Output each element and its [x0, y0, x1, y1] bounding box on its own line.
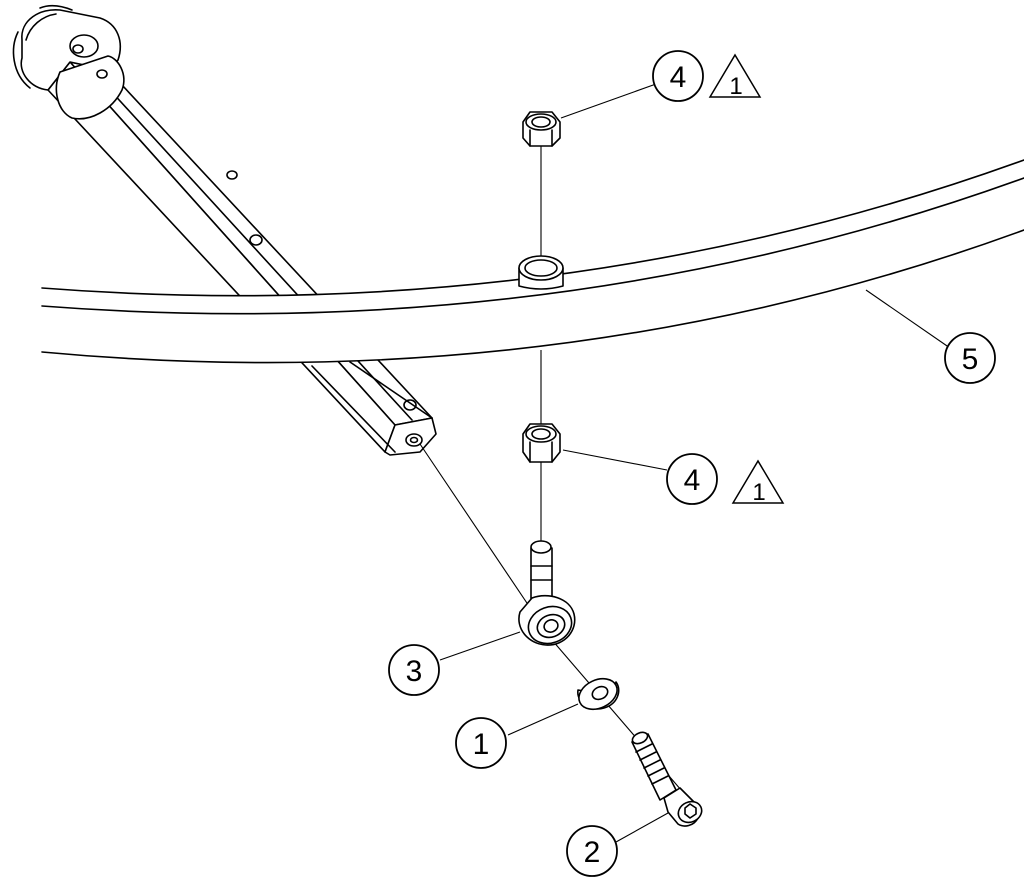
rim-insert	[518, 255, 564, 290]
assembly-axis-lines	[419, 145, 701, 813]
callout-3-label: 3	[406, 655, 423, 688]
hex-nut-top	[522, 111, 561, 147]
shaft-collar	[12, 5, 125, 120]
callout-5-label: 5	[962, 343, 979, 376]
cap-screw	[631, 731, 703, 827]
shaft-edge-2	[349, 361, 433, 419]
callout-4-top: 4	[652, 50, 704, 102]
callout-4-middle: 4	[666, 453, 718, 505]
warning-triangle-top: 1	[708, 53, 762, 100]
shaft-edge	[311, 365, 396, 453]
callout-3: 3	[388, 644, 440, 696]
callout-2-label: 2	[584, 836, 601, 869]
callout-1: 1	[455, 717, 507, 769]
warning-middle-label: 1	[752, 479, 765, 506]
callout-1-label: 1	[473, 728, 490, 761]
callout-4-top-label: 4	[670, 61, 687, 94]
rod-end	[518, 540, 576, 646]
warning-top-label: 1	[729, 73, 742, 100]
warning-triangle-middle: 1	[731, 459, 785, 506]
hex-shaft	[47, 61, 437, 456]
leader-lines	[439, 83, 951, 843]
callout-2: 2	[566, 825, 618, 877]
washer	[577, 677, 620, 711]
hex-nut-middle	[522, 423, 561, 463]
callout-4-middle-label: 4	[684, 464, 701, 497]
callout-5: 5	[944, 332, 996, 384]
